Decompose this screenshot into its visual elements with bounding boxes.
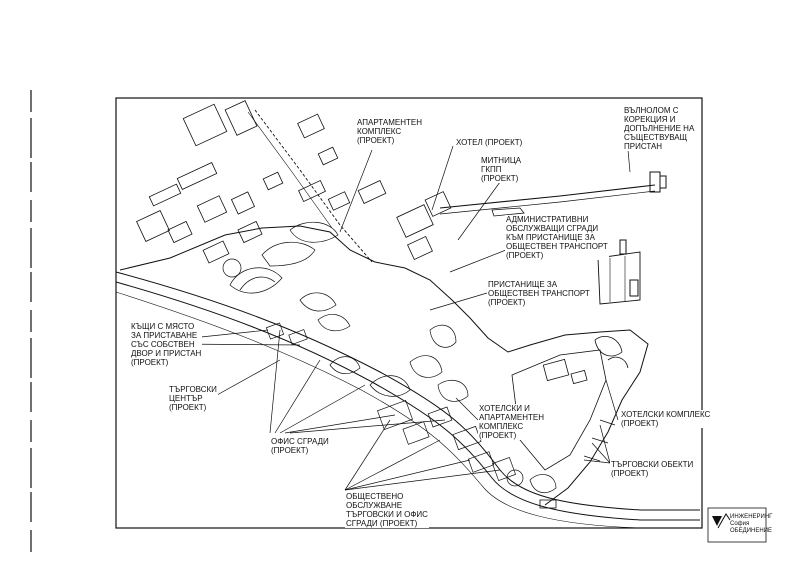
marina-peninsula: [511, 336, 629, 509]
label-commercial-sites: ТЪРГОВСКИ ОБЕКТИ (ПРОЕКТ): [610, 460, 695, 478]
label-shopping-center: ТЪРГОВСКИ ЦЕНТЪР (ПРОЕКТ): [168, 385, 218, 412]
label-breakwater: ВЪЛНОЛОМ С КОРЕКЦИЯ И ДОПЪЛНЕНИЕ НА СЪЩЕ…: [623, 106, 696, 151]
label-hotel: ХОТЕЛ (ПРОЕКТ): [455, 138, 524, 147]
label-public-services: ОБЩЕСТВЕНО ОБСЛУЖВАНЕ ТЪРГОВСКИ И ОФИС С…: [345, 492, 429, 528]
breakwater-pier: [439, 184, 656, 209]
label-public-transport-port: ПРИСТАНИЩЕ ЗА ОБЩЕСТВЕН ТРАНСПОРТ (ПРОЕК…: [487, 280, 591, 307]
label-hotel-complex: ХОТЕЛСКИ КОМПЛЕКС (ПРОЕКТ): [620, 410, 712, 428]
label-admin-buildings: АДМИНИСТРАТИВНИ ОБСЛУЖВАЩИ СГРАДИ КЪМ ПР…: [505, 215, 609, 260]
map-frame: [115, 97, 703, 529]
coastline: [119, 225, 649, 506]
leader-lines: [171, 145, 631, 491]
main-road: [115, 271, 700, 511]
label-houses-with-mooring: КЪЩИ С МЯСТО ЗА ПРИСТАВАНЕ СЪС СОБСТВЕН …: [130, 322, 203, 367]
railway: [254, 109, 373, 263]
label-hotel-apartment-complex: ХОТЕЛСКИ И АПАРТАМЕНТЕН КОМПЛЕКС (ПРОЕКТ…: [478, 404, 546, 440]
label-office-buildings: ОФИС СГРАДИ (ПРОЕКТ): [270, 437, 330, 455]
stamp-text: ИНЖЕНЕРИНГ София ОБЕДИНЕНИЕ: [730, 514, 773, 534]
label-customs: МИТНИЦА ГКПП (ПРОЕКТ): [480, 156, 523, 183]
building-blocks: [136, 100, 452, 264]
label-apartment-complex: АПАРТАМЕНТЕН КОМПЛЕКС (ПРОЕКТ): [356, 118, 424, 145]
company-logo: [707, 507, 767, 543]
